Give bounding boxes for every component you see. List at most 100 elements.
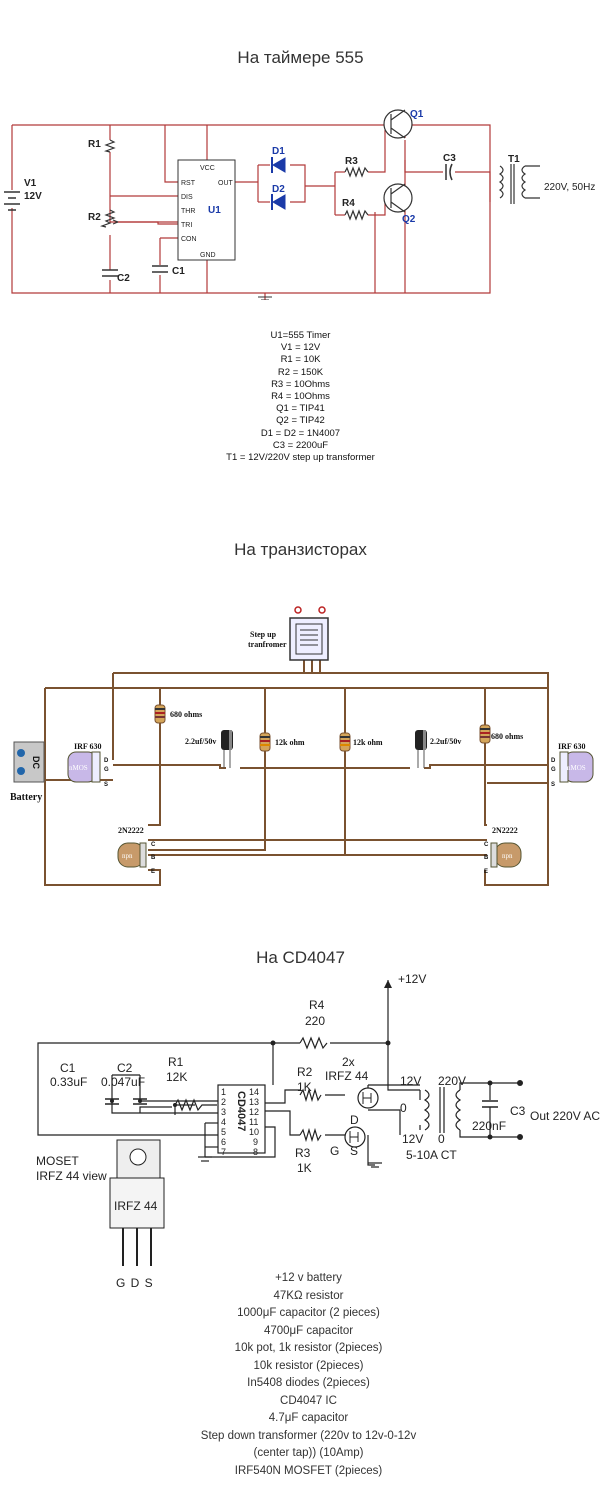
s3-part: Step down transformer (220v to 12v-0-12v bbox=[200, 1429, 417, 1442]
pin-g: G bbox=[551, 767, 556, 773]
v1-label: V1 bbox=[24, 178, 37, 189]
cap-left bbox=[221, 730, 233, 768]
d1-label: D1 bbox=[272, 146, 285, 157]
npn-right-body: npn bbox=[502, 852, 513, 860]
c2-label: C2 bbox=[117, 273, 130, 284]
cap-right-label: 2.2uf/50v bbox=[430, 737, 461, 746]
s3-part: 4700μF capacitor bbox=[263, 1324, 354, 1337]
u1-pin-con: CON bbox=[181, 236, 197, 243]
transformer-rating: 5-10A CT bbox=[406, 1148, 457, 1162]
r1-label: R1 bbox=[168, 1055, 184, 1069]
s1-part: R4 = 10Ohms bbox=[271, 391, 330, 403]
transistor-schematic: Step up tranfromer 680 ohms 680 ohms 12k… bbox=[10, 606, 594, 886]
c1-capacitor bbox=[105, 1098, 119, 1105]
vplus-arrow-icon bbox=[384, 980, 392, 988]
mosfet-g-label: G bbox=[330, 1144, 339, 1158]
r4-value: 220 bbox=[305, 1014, 325, 1028]
s1-part: U1=555 Timer bbox=[270, 330, 331, 341]
d2-label: D2 bbox=[272, 184, 285, 195]
section1-parts-list: U1=555 Timer V1 = 12V R1 = 10K R2 = 150K… bbox=[0, 330, 601, 464]
c3-capacitor bbox=[445, 163, 453, 181]
s1-part: C3 = 2200uF bbox=[272, 439, 329, 451]
v1-battery-symbol bbox=[4, 191, 20, 211]
transformer-label-2: tranfromer bbox=[248, 640, 287, 649]
ic-pin: 14 bbox=[249, 1087, 259, 1097]
battery-dc-label: DC bbox=[31, 756, 41, 769]
mosfet-left-body: nMOS bbox=[69, 764, 88, 772]
cap-left-label: 2.2uf/50v bbox=[185, 737, 216, 746]
r3-label: R3 bbox=[295, 1146, 311, 1160]
q1-transistor bbox=[383, 109, 413, 139]
mosfet-count-label: 2x bbox=[342, 1055, 355, 1069]
ground-icon bbox=[258, 296, 272, 300]
t1-output-label: 220V, 50Hz bbox=[544, 182, 595, 193]
mosfet-left-label: IRF 630 bbox=[74, 742, 101, 751]
mosfet-bottom-symbol bbox=[349, 1131, 359, 1143]
pin-b: B bbox=[151, 855, 156, 861]
section2-title: На транзисторах bbox=[234, 540, 367, 559]
s1-part: R2 = 150K bbox=[277, 366, 324, 378]
u1-555-chip bbox=[177, 159, 236, 261]
ic-pin: 8 bbox=[253, 1147, 258, 1157]
r4-resistor bbox=[299, 1036, 328, 1050]
pin-e: E bbox=[484, 869, 488, 875]
npn-right-label: 2N2222 bbox=[492, 826, 518, 835]
r3-label: R3 bbox=[345, 156, 358, 167]
r3-resistor bbox=[299, 1127, 322, 1143]
u1-pin-vcc: VCC bbox=[200, 165, 215, 172]
s3-part: 1000μF capacitor (2 pieces) bbox=[237, 1307, 380, 1319]
resistor-680-left bbox=[154, 704, 166, 724]
pin-d: D bbox=[551, 758, 556, 764]
c1-label: C1 bbox=[60, 1061, 76, 1075]
to220-package-icon bbox=[109, 1139, 165, 1229]
ic-pin: 3 bbox=[221, 1107, 226, 1117]
mosfet-right bbox=[559, 751, 594, 783]
r4-resistor bbox=[344, 209, 369, 221]
r1-label: R1 bbox=[88, 139, 101, 150]
mosfet-left bbox=[67, 751, 101, 783]
c2-capacitor bbox=[133, 1098, 147, 1105]
cd4047-wires bbox=[37, 980, 520, 1166]
package-legs bbox=[122, 1228, 152, 1266]
c3-value: 220nF bbox=[472, 1119, 506, 1133]
resistor-12k-right bbox=[339, 732, 351, 752]
s3-part: (center tap)) (10Amp) bbox=[253, 1447, 364, 1459]
s1-part: Q1 = TIP41 bbox=[276, 403, 325, 415]
r2-wiper bbox=[112, 219, 119, 225]
ic-pin: 1 bbox=[221, 1087, 226, 1097]
s3-part: 4.7μF capacitor bbox=[268, 1412, 349, 1424]
u1-pin-dis: DIS bbox=[181, 194, 193, 201]
r12k-right-label: 12k ohm bbox=[353, 738, 383, 747]
t1-transformer bbox=[498, 164, 540, 204]
c3-label: C3 bbox=[510, 1104, 526, 1118]
mosfet-right-body: nMOS bbox=[567, 764, 586, 772]
ground-icon bbox=[368, 1162, 382, 1168]
s3-part: 10k pot, 1k resistor (2pieces) bbox=[234, 1342, 383, 1354]
pin-s: S bbox=[104, 782, 108, 788]
u1-pin-thr: THR bbox=[181, 208, 195, 215]
package-label: IRFZ 44 bbox=[114, 1199, 158, 1213]
s3-part: 10k resistor (2pieces) bbox=[253, 1359, 364, 1372]
c2-capacitor bbox=[102, 269, 118, 277]
pin-e: E bbox=[151, 869, 155, 875]
r4-label: R4 bbox=[309, 998, 325, 1012]
r12k-left-label: 12k ohm bbox=[275, 738, 305, 747]
ic-left-pins: 1 2 3 4 5 6 7 bbox=[221, 1087, 226, 1157]
secondary-12v-top: 12V bbox=[400, 1074, 421, 1088]
package-pin-labels: G D S bbox=[116, 1276, 154, 1290]
ground-icon bbox=[198, 1156, 212, 1162]
output-transformer bbox=[423, 1082, 465, 1138]
c1-label: C1 bbox=[172, 266, 185, 277]
c1-value: 0.33uF bbox=[50, 1075, 87, 1089]
pin-c: C bbox=[484, 842, 489, 848]
vplus-label: +12V bbox=[398, 972, 426, 986]
ic-pin: 11 bbox=[249, 1117, 258, 1127]
section3-parts-list: +12 v battery 47KΩ resistor 1000μF capac… bbox=[8, 1270, 601, 1480]
c1-capacitor bbox=[152, 265, 168, 273]
r2-label: R2 bbox=[88, 212, 101, 223]
r1-resistor bbox=[174, 1098, 217, 1112]
mosfet-name-label: IRFZ 44 bbox=[325, 1069, 369, 1083]
transformer-label-1: Step up bbox=[250, 630, 277, 639]
u1-label: U1 bbox=[208, 205, 221, 216]
primary-0: 0 bbox=[438, 1132, 445, 1146]
